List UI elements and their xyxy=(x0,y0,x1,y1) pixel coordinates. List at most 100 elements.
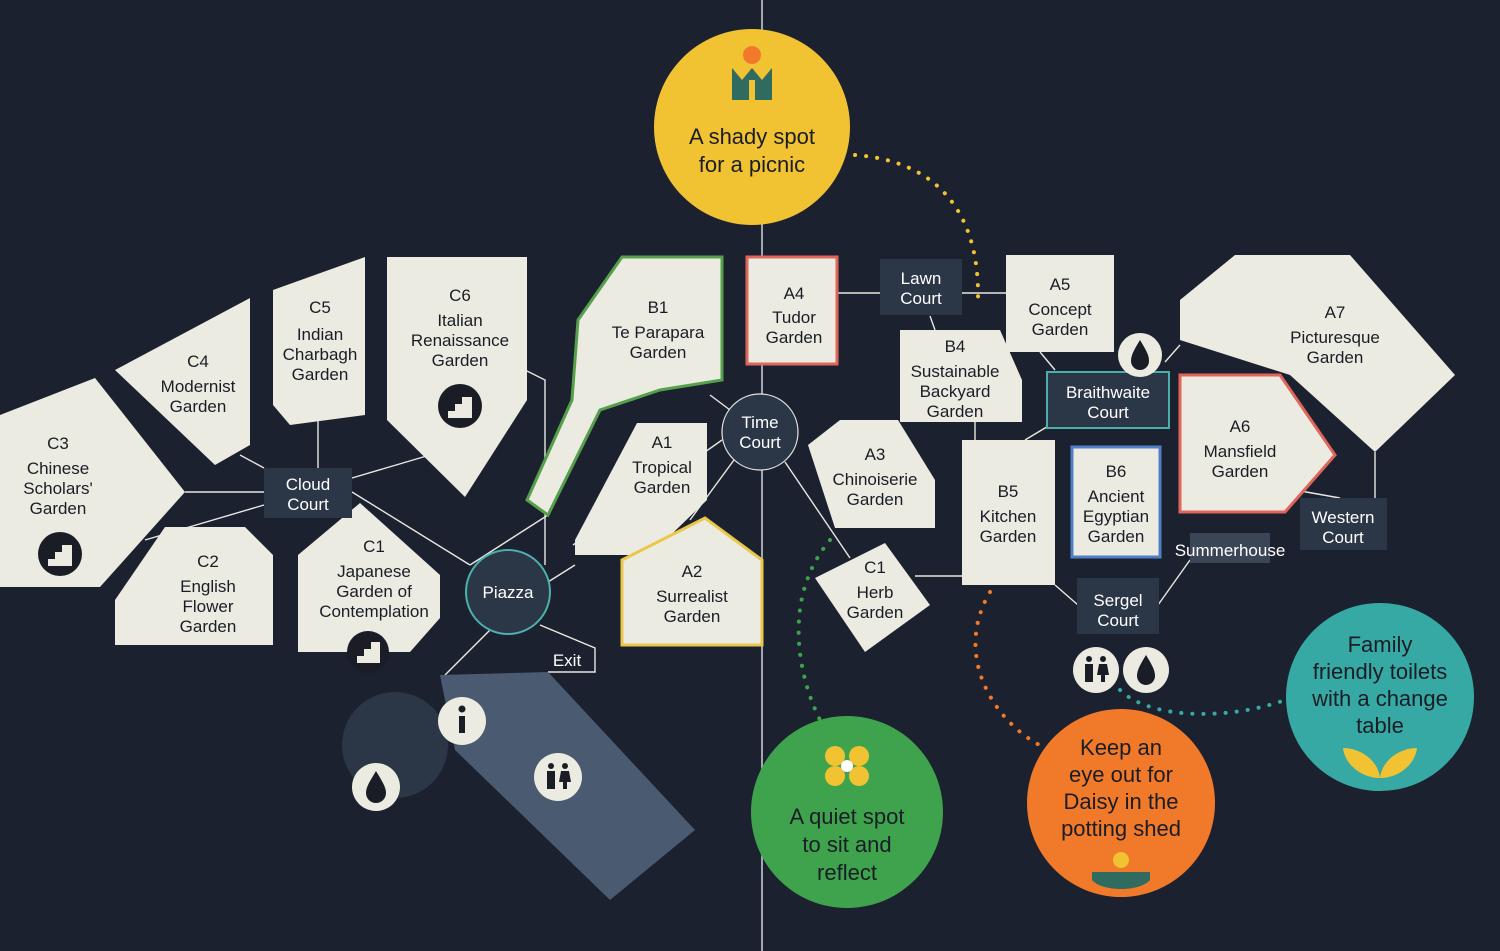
garden-b1[interactable]: B1 Te Parapara Garden xyxy=(525,255,724,518)
svg-text:Flower: Flower xyxy=(182,597,233,616)
garden-a3[interactable]: A3 Chinoiserie Garden xyxy=(808,420,935,528)
svg-text:Garden: Garden xyxy=(30,499,87,518)
braithwaite-court[interactable]: Braithwaite Court xyxy=(1046,371,1170,429)
garden-b5[interactable]: B5 Kitchen Garden xyxy=(962,440,1055,585)
svg-text:Ancient: Ancient xyxy=(1088,487,1145,506)
time-court[interactable]: Time Court xyxy=(721,393,799,471)
water-drop-icon xyxy=(352,763,400,811)
garden-b6[interactable]: B6 Ancient Egyptian Garden xyxy=(1070,445,1162,559)
svg-text:C4: C4 xyxy=(187,352,209,371)
svg-text:friendly toilets: friendly toilets xyxy=(1313,659,1448,684)
water-drop-icon xyxy=(1118,333,1162,377)
garden-c5[interactable]: C5 Indian Charbagh Garden xyxy=(273,257,365,425)
svg-text:C2: C2 xyxy=(197,552,219,571)
svg-text:C1: C1 xyxy=(363,537,385,556)
sprout-icon xyxy=(1343,748,1417,778)
svg-text:A5: A5 xyxy=(1050,275,1071,294)
svg-text:A3: A3 xyxy=(865,445,886,464)
callout-family-toilets: Family friendly toilets with a change ta… xyxy=(1286,603,1474,791)
callout-quiet-spot: A quiet spot to sit and reflect xyxy=(751,716,943,908)
garden-a2[interactable]: A2 Surrealist Garden xyxy=(620,516,764,647)
svg-text:Daisy in the: Daisy in the xyxy=(1064,789,1179,814)
svg-text:Garden: Garden xyxy=(1307,348,1364,367)
svg-text:Garden: Garden xyxy=(630,343,687,362)
garden-c1-japanese[interactable]: C1 Japanese Garden of Contemplation xyxy=(298,503,440,652)
garden-a5[interactable]: A5 Concept Garden xyxy=(1006,255,1114,352)
sergel-court[interactable]: Sergel Court xyxy=(1077,578,1159,634)
garden-a1[interactable]: A1 Tropical Garden xyxy=(575,423,707,555)
garden-c4[interactable]: C4 Modernist Garden xyxy=(115,298,250,465)
info-icon[interactable] xyxy=(438,697,486,745)
svg-text:Mansfield: Mansfield xyxy=(1204,442,1277,461)
svg-text:Backyard: Backyard xyxy=(920,382,991,401)
lawn-court[interactable]: Lawn Court xyxy=(880,259,962,315)
svg-text:Garden: Garden xyxy=(634,478,691,497)
svg-text:Garden: Garden xyxy=(1088,527,1145,546)
svg-text:Family: Family xyxy=(1348,632,1413,657)
piazza[interactable]: Piazza xyxy=(465,549,551,635)
svg-text:Court: Court xyxy=(287,495,329,514)
svg-text:Garden: Garden xyxy=(766,328,823,347)
garden-c2[interactable]: C2 English Flower Garden xyxy=(115,527,273,645)
svg-text:Sergel: Sergel xyxy=(1093,591,1142,610)
svg-text:Garden of: Garden of xyxy=(336,582,412,601)
svg-text:Keep an: Keep an xyxy=(1080,735,1162,760)
cloud-court[interactable]: Cloud Court xyxy=(264,468,352,518)
svg-text:B1: B1 xyxy=(648,298,669,317)
svg-text:Herb: Herb xyxy=(857,583,894,602)
svg-text:A7: A7 xyxy=(1325,303,1346,322)
garden-a4[interactable]: A4 Tudor Garden xyxy=(745,255,839,366)
svg-text:Renaissance: Renaissance xyxy=(411,331,509,350)
svg-text:table: table xyxy=(1356,713,1404,738)
svg-text:Garden: Garden xyxy=(847,490,904,509)
svg-text:Garden: Garden xyxy=(980,527,1037,546)
svg-text:Charbagh: Charbagh xyxy=(283,345,358,364)
garden-c6[interactable]: C6 Italian Renaissance Garden xyxy=(387,257,527,497)
svg-text:potting shed: potting shed xyxy=(1061,816,1181,841)
toilets-icon xyxy=(534,753,582,801)
garden-a7[interactable]: A7 Picturesque Garden xyxy=(1180,255,1455,452)
svg-text:Western: Western xyxy=(1312,508,1375,527)
garden-c1-herb[interactable]: C1 Herb Garden xyxy=(815,543,930,652)
svg-text:A shady spot: A shady spot xyxy=(689,124,815,149)
svg-text:A2: A2 xyxy=(682,562,703,581)
svg-text:for a picnic: for a picnic xyxy=(699,152,805,177)
svg-text:Scholars': Scholars' xyxy=(23,479,92,498)
svg-text:Garden: Garden xyxy=(927,402,984,421)
svg-text:Tropical: Tropical xyxy=(632,458,692,477)
exit-label[interactable]: Exit xyxy=(553,651,582,670)
svg-text:Lawn: Lawn xyxy=(901,269,942,288)
svg-text:Egyptian: Egyptian xyxy=(1083,507,1149,526)
svg-text:Time: Time xyxy=(741,413,778,432)
svg-text:A1: A1 xyxy=(652,433,673,452)
summerhouse[interactable]: Summerhouse xyxy=(1175,533,1286,563)
garden-c3[interactable]: C3 Chinese Scholars' Garden xyxy=(0,378,185,587)
svg-text:A quiet spot: A quiet spot xyxy=(790,804,905,829)
svg-text:English: English xyxy=(180,577,236,596)
svg-text:C3: C3 xyxy=(47,434,69,453)
garden-b4[interactable]: B4 Sustainable Backyard Garden xyxy=(900,330,1022,422)
svg-text:Sustainable: Sustainable xyxy=(911,362,1000,381)
svg-text:Garden: Garden xyxy=(847,603,904,622)
svg-text:Garden: Garden xyxy=(170,397,227,416)
svg-text:Japanese: Japanese xyxy=(337,562,411,581)
svg-text:Court: Court xyxy=(1322,528,1364,547)
svg-text:Surrealist: Surrealist xyxy=(656,587,728,606)
callout-daisy: Keep an eye out for Daisy in the potting… xyxy=(1027,709,1215,897)
svg-text:Exit: Exit xyxy=(553,651,582,670)
svg-text:B5: B5 xyxy=(998,482,1019,501)
svg-text:A4: A4 xyxy=(784,284,805,303)
flower-icon xyxy=(825,746,869,786)
svg-text:Garden: Garden xyxy=(1032,320,1089,339)
stairs-icon xyxy=(438,384,482,428)
garden-a6[interactable]: A6 Mansfield Garden xyxy=(1178,373,1337,514)
svg-text:Chinoiserie: Chinoiserie xyxy=(832,470,917,489)
svg-text:C6: C6 xyxy=(449,286,471,305)
svg-text:Indian: Indian xyxy=(297,325,343,344)
svg-text:Concept: Concept xyxy=(1028,300,1092,319)
western-court[interactable]: Western Court xyxy=(1300,498,1387,550)
svg-text:Kitchen: Kitchen xyxy=(980,507,1037,526)
svg-text:B4: B4 xyxy=(945,337,966,356)
svg-text:Tudor: Tudor xyxy=(772,308,816,327)
